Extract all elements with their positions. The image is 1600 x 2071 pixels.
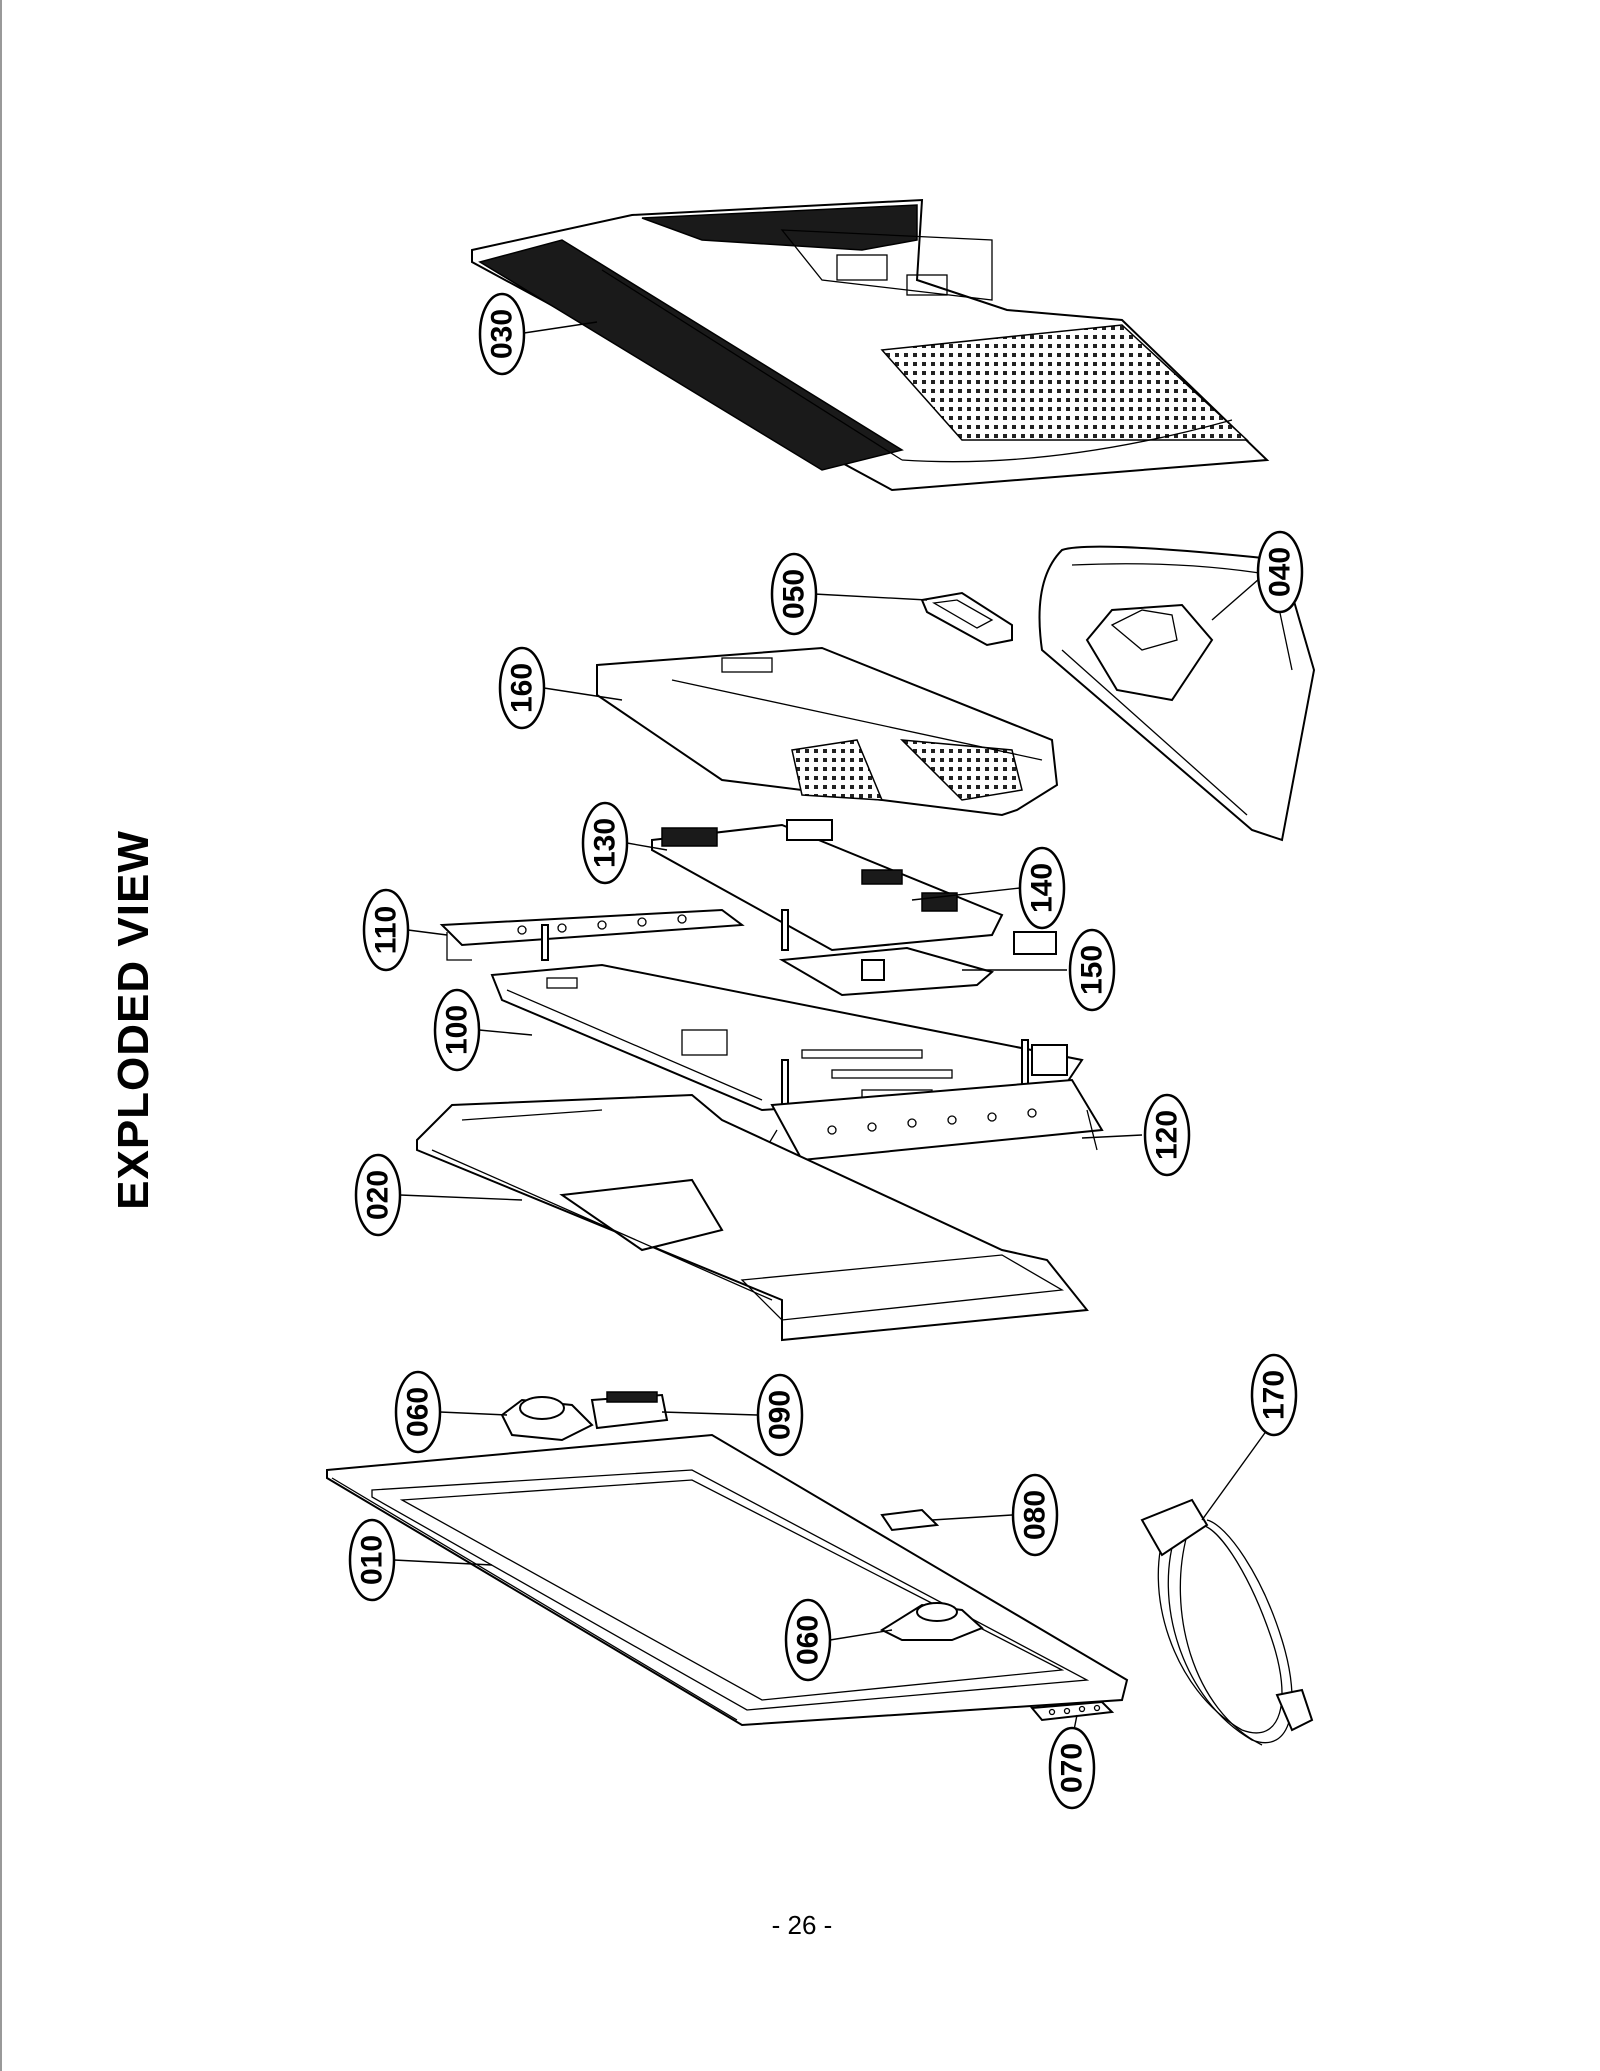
stand-bracket-part xyxy=(920,591,1013,647)
callout-080: 080 xyxy=(1011,1473,1059,1557)
callout-130: 130 xyxy=(581,801,629,885)
callout-020: 020 xyxy=(354,1153,402,1237)
front-bezel-part xyxy=(326,1433,1129,1727)
svg-text:150: 150 xyxy=(1076,945,1109,995)
callout-060-lower: 060 xyxy=(784,1598,832,1682)
svg-text:030: 030 xyxy=(486,309,519,359)
svg-text:080: 080 xyxy=(1019,1490,1052,1540)
callout-060-upper: 060 xyxy=(394,1370,442,1454)
svg-text:130: 130 xyxy=(589,818,622,868)
callout-050: 050 xyxy=(770,552,818,636)
back-cover-part xyxy=(471,198,1270,492)
callout-030: 030 xyxy=(478,292,526,376)
svg-text:040: 040 xyxy=(1264,547,1297,597)
main-board-part xyxy=(651,819,1004,952)
callout-150: 150 xyxy=(1068,928,1116,1012)
svg-text:060: 060 xyxy=(402,1387,435,1437)
callout-100: 100 xyxy=(433,988,481,1072)
svg-text:050: 050 xyxy=(778,569,811,619)
power-cord-part xyxy=(1140,1498,1314,1746)
svg-text:020: 020 xyxy=(362,1170,395,1220)
callout-070: 070 xyxy=(1048,1726,1096,1810)
svg-text:010: 010 xyxy=(356,1535,389,1585)
shield-cover-part xyxy=(596,646,1059,817)
callout-170: 170 xyxy=(1250,1353,1298,1437)
svg-text:160: 160 xyxy=(506,663,539,713)
control-board-part xyxy=(880,1508,940,1532)
lcd-panel-part xyxy=(416,1093,1089,1342)
svg-text:110: 110 xyxy=(370,906,403,954)
svg-text:100: 100 xyxy=(441,1005,474,1055)
callout-120: 120 xyxy=(1143,1093,1191,1177)
callout-010: 010 xyxy=(348,1518,396,1602)
ir-board-part xyxy=(590,1391,669,1430)
svg-text:090: 090 xyxy=(764,1390,797,1440)
speaker-part-lower xyxy=(879,1602,984,1641)
stand-base-part xyxy=(1038,545,1316,842)
svg-text:060: 060 xyxy=(792,1615,825,1665)
key-button-part xyxy=(1030,1700,1115,1722)
power-block-part xyxy=(778,931,1057,997)
top-bracket-part xyxy=(439,908,789,961)
callout-090: 090 xyxy=(756,1373,804,1457)
callout-140: 140 xyxy=(1018,846,1066,930)
bottom-bracket-part xyxy=(761,1078,1104,1166)
callout-040: 040 xyxy=(1256,530,1304,614)
callout-110: 110 xyxy=(362,888,410,972)
svg-text:070: 070 xyxy=(1056,1743,1089,1793)
svg-text:120: 120 xyxy=(1151,1110,1184,1160)
svg-text:140: 140 xyxy=(1026,863,1059,913)
page-number: - 26 - xyxy=(771,1910,833,1940)
callout-leaders xyxy=(393,321,1268,1741)
svg-text:170: 170 xyxy=(1258,1370,1291,1420)
speaker-part-upper xyxy=(500,1396,594,1442)
callout-160: 160 xyxy=(498,646,546,730)
